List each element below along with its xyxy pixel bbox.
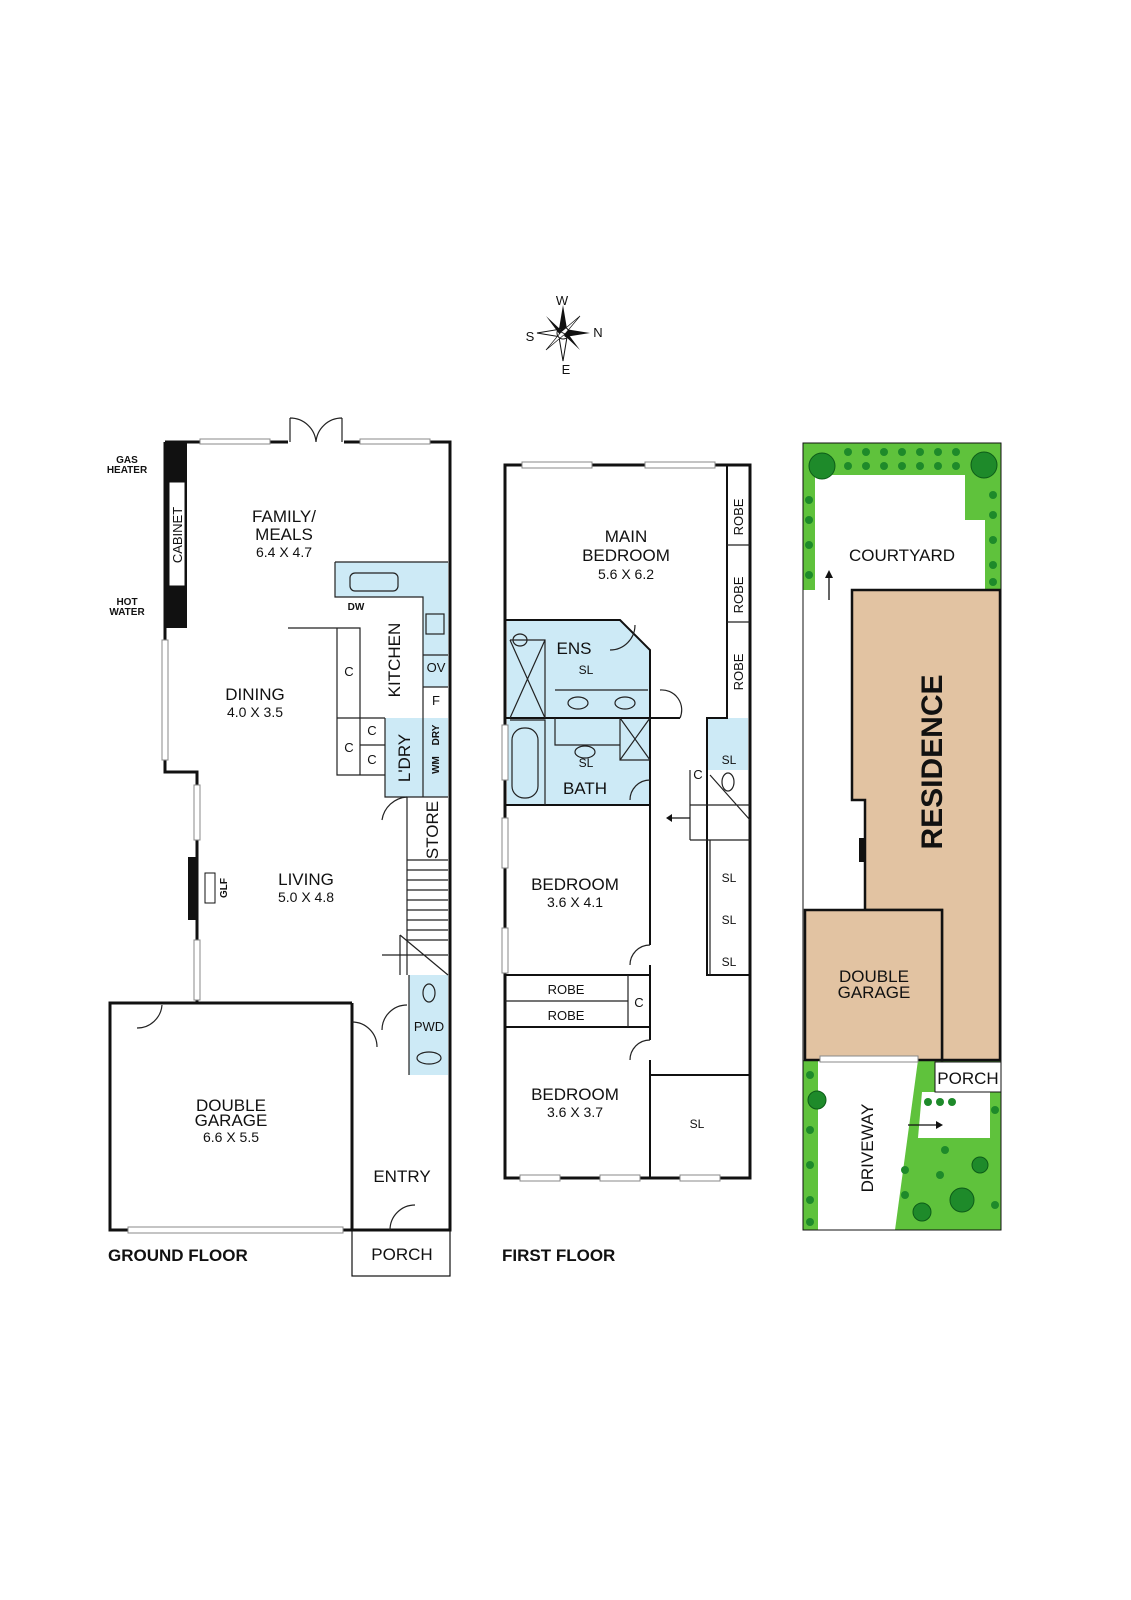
skylight-label: SL: [722, 955, 737, 969]
skylight-label: SL: [579, 756, 594, 770]
kitchen-label: KITCHEN: [385, 623, 404, 698]
living-size: 5.0 X 4.8: [278, 889, 334, 905]
compass-rose-icon: [536, 305, 590, 362]
courtyard-label: COURTYARD: [849, 546, 955, 565]
robe-label: ROBE: [731, 653, 746, 690]
glf-label: GLF: [219, 878, 230, 898]
robe-label: ROBE: [731, 576, 746, 613]
store-label: STORE: [423, 801, 442, 859]
skylight-label: SL: [579, 663, 594, 677]
cupboard-label: C: [344, 664, 353, 679]
skylight-label: SL: [722, 753, 737, 767]
compass-n: N: [593, 325, 602, 340]
washing-machine-label: WM: [431, 756, 442, 774]
site-plan: [802, 442, 1002, 1231]
skylight-label: SL: [722, 913, 737, 927]
site-garage-label-2: GARAGE: [838, 983, 911, 1002]
bedroom-2-size: 3.6 X 4.1: [547, 894, 603, 910]
family-meals-size: 6.4 X 4.7: [256, 544, 312, 560]
residence-label: RESIDENCE: [916, 674, 949, 849]
skylight-label: SL: [722, 871, 737, 885]
family-meals-label-2: MEALS: [255, 525, 313, 544]
main-bedroom-label: MAIN: [605, 527, 648, 546]
garage-size: 6.6 X 5.5: [203, 1129, 259, 1145]
living-label: LIVING: [278, 870, 334, 889]
dining-size: 4.0 X 3.5: [227, 704, 283, 720]
dryer-label: DRY: [431, 724, 442, 745]
ensuite-label: ENS: [557, 639, 592, 658]
skylight-label: SL: [690, 1117, 705, 1131]
cabinet-label: CABINET: [170, 507, 185, 563]
ground-floor-plan: [108, 417, 452, 1277]
first-floor-title: FIRST FLOOR: [502, 1246, 615, 1265]
compass-e: E: [562, 362, 571, 377]
tree-icon: [807, 451, 998, 1222]
robe-label: ROBE: [548, 1008, 585, 1023]
bath-label: BATH: [563, 779, 607, 798]
oven-label: OV: [427, 660, 446, 675]
cupboard-label: C: [367, 752, 376, 767]
cupboard-label: C: [344, 740, 353, 755]
robe-label: ROBE: [731, 498, 746, 535]
compass-w: W: [556, 293, 569, 308]
pwd-label: PWD: [414, 1019, 444, 1034]
driveway-label: DRIVEWAY: [858, 1104, 877, 1193]
cupboard-label: C: [367, 723, 376, 738]
hot-water-label: HOT: [116, 597, 137, 608]
gas-heater-label: GAS: [116, 455, 138, 466]
garage-label: DOUBLE: [196, 1096, 266, 1115]
bedroom-3-label: BEDROOM: [531, 1085, 619, 1104]
gas-heater-label-2: HEATER: [107, 465, 148, 476]
laundry-label: L'DRY: [395, 734, 414, 782]
site-porch-label: PORCH: [937, 1069, 998, 1088]
cupboard-label: C: [693, 767, 702, 782]
first-floor-plan: [501, 461, 752, 1182]
fridge-label: F: [432, 693, 440, 708]
cupboard-label: C: [634, 995, 643, 1010]
shrub-icon: [805, 448, 999, 1226]
garage-label-2: GARAGE: [195, 1111, 268, 1130]
bedroom-3-size: 3.6 X 3.7: [547, 1104, 603, 1120]
site-garage-label: DOUBLE: [839, 967, 909, 986]
dining-label: DINING: [225, 685, 285, 704]
porch-label: PORCH: [371, 1245, 432, 1264]
robe-label: ROBE: [548, 982, 585, 997]
hot-water-label-2: WATER: [109, 607, 145, 618]
compass-s: S: [526, 329, 535, 344]
main-bedroom-size: 5.6 X 6.2: [598, 566, 654, 582]
ground-floor-title: GROUND FLOOR: [108, 1246, 248, 1265]
entry-label: ENTRY: [373, 1167, 430, 1186]
main-bedroom-label-2: BEDROOM: [582, 546, 670, 565]
family-meals-label: FAMILY/: [252, 507, 316, 526]
dw-label: DW: [348, 602, 365, 613]
bedroom-2-label: BEDROOM: [531, 875, 619, 894]
